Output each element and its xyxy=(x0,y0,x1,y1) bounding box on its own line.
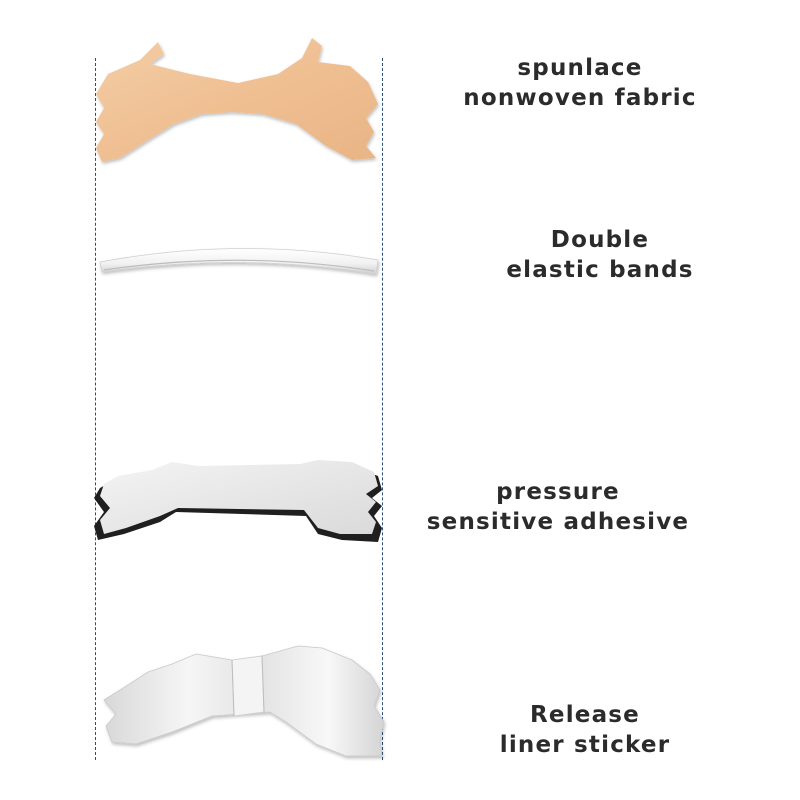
liner-label-line-1: Release xyxy=(529,702,640,728)
right-guide-line xyxy=(382,58,383,760)
elastic-band-edge xyxy=(103,259,375,272)
liner-label: Release liner sticker xyxy=(405,700,765,760)
elastic-bands-layer xyxy=(99,248,379,275)
fabric-label-line-2: nonwoven fabric xyxy=(463,85,697,111)
fabric-label: spunlace nonwoven fabric xyxy=(400,53,760,113)
liner-fold xyxy=(231,655,265,717)
fabric-strip xyxy=(96,38,378,162)
elastic-bands-label-line-1: Double xyxy=(550,227,650,253)
adhesive-label: pressure sensitive adhesive xyxy=(378,477,738,537)
fabric-layer xyxy=(96,38,378,162)
liner-center-gap xyxy=(231,655,265,717)
adhesive-label-line-1: pressure xyxy=(496,479,620,505)
adhesive-label-line-2: sensitive adhesive xyxy=(426,509,690,535)
liner-label-line-2: liner sticker xyxy=(499,732,671,758)
elastic-bands-label-line-2: elastic bands xyxy=(506,257,694,283)
elastic-bands-label: Double elastic bands xyxy=(420,225,780,285)
adhesive-sheet xyxy=(100,460,378,534)
fabric-label-line-1: spunlace xyxy=(517,55,643,81)
left-guide-line xyxy=(95,58,96,760)
liner-layer xyxy=(103,645,385,757)
elastic-band xyxy=(99,248,379,275)
adhesive-layer xyxy=(94,460,382,542)
